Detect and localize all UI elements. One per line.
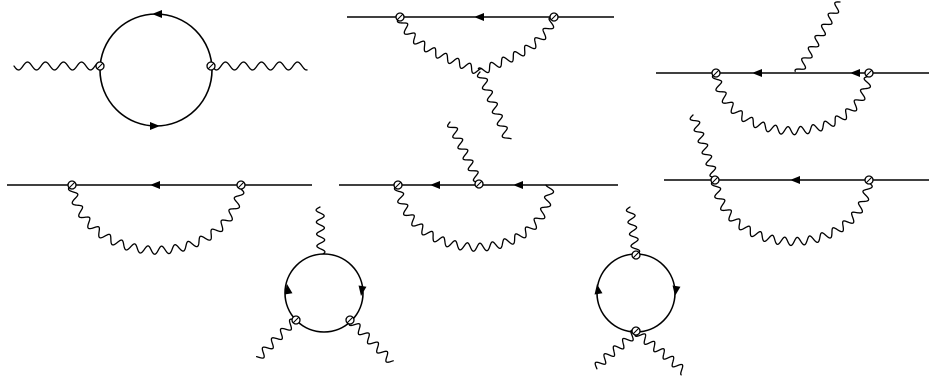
vertex-slash xyxy=(207,62,215,70)
photon-line xyxy=(476,71,512,140)
arrow-icon xyxy=(850,69,860,77)
vertex-slash xyxy=(632,251,640,259)
arrow-icon xyxy=(358,285,367,296)
photon-loop xyxy=(396,16,483,74)
arrow-icon xyxy=(513,181,523,189)
vertex-slash xyxy=(632,327,640,335)
photon-line xyxy=(446,121,483,183)
vertex-dot xyxy=(631,326,641,336)
photon-line xyxy=(689,114,718,179)
vertex-slash xyxy=(865,176,873,184)
vertex-slash xyxy=(394,181,402,189)
triangle-loop-three-photons xyxy=(255,206,394,363)
arrow-icon xyxy=(474,13,484,21)
arrow-icon xyxy=(594,284,603,295)
vertex-dot xyxy=(393,180,403,190)
photon-line xyxy=(794,1,841,72)
arrow-icon xyxy=(284,284,293,295)
arrow-icon xyxy=(430,181,440,189)
vertex-dot xyxy=(206,61,216,71)
vertex-slash xyxy=(712,69,720,77)
vertex-dot xyxy=(95,61,105,71)
vertex-dot xyxy=(710,175,720,185)
vertex-slash xyxy=(292,316,300,324)
self-energy-with-external-photon-right xyxy=(656,1,929,136)
vertex-correction-triangle xyxy=(347,12,614,140)
vertex-dot xyxy=(345,315,355,325)
photon-loop xyxy=(393,184,555,252)
photon-line xyxy=(625,206,641,255)
vertex-dot xyxy=(67,180,77,190)
vertex-dot xyxy=(549,12,559,22)
vertex-dot xyxy=(474,179,484,189)
photon-line xyxy=(255,318,296,359)
arrow-icon xyxy=(152,10,162,18)
photon-line xyxy=(315,206,326,255)
vertex-slash xyxy=(865,69,873,77)
photon-line xyxy=(348,319,394,363)
vertex-dot xyxy=(395,12,405,22)
vertex-dot xyxy=(711,68,721,78)
vertex-slash xyxy=(475,180,483,188)
vertex-slash xyxy=(68,181,76,189)
self-energy-with-external-photon-middle xyxy=(339,121,618,252)
photon-line xyxy=(13,61,100,71)
photon-loop xyxy=(594,329,637,370)
fermion-loop xyxy=(99,13,213,127)
loop-seagull-three-photons xyxy=(594,206,684,376)
vertex-dot xyxy=(864,68,874,78)
self-energy-rainbow xyxy=(7,180,312,255)
vertex-dot xyxy=(864,175,874,185)
fermion-loop xyxy=(596,253,676,333)
photon-line xyxy=(211,61,308,71)
arrow-icon xyxy=(752,69,762,77)
arrow-icon xyxy=(150,181,160,189)
vertex-slash xyxy=(96,62,104,70)
photon-loop xyxy=(710,179,873,247)
arrow-icon xyxy=(672,285,681,296)
vertex-dot xyxy=(291,315,301,325)
photon-loop xyxy=(477,16,555,74)
vertex-dot xyxy=(631,250,641,260)
vertex-slash xyxy=(346,316,354,324)
photon-loop xyxy=(634,330,684,376)
arrow-icon xyxy=(150,122,160,130)
self-energy-with-external-photon-left xyxy=(664,114,929,247)
photon-loop xyxy=(711,72,874,136)
vertex-slash xyxy=(237,181,245,189)
arrow-icon xyxy=(790,176,800,184)
photon-loop xyxy=(67,183,245,255)
vertex-slash xyxy=(396,13,404,21)
vertex-dot xyxy=(236,180,246,190)
vacuum-polarization-loop xyxy=(13,10,308,130)
vertex-slash xyxy=(550,13,558,21)
vertex-slash xyxy=(711,176,719,184)
